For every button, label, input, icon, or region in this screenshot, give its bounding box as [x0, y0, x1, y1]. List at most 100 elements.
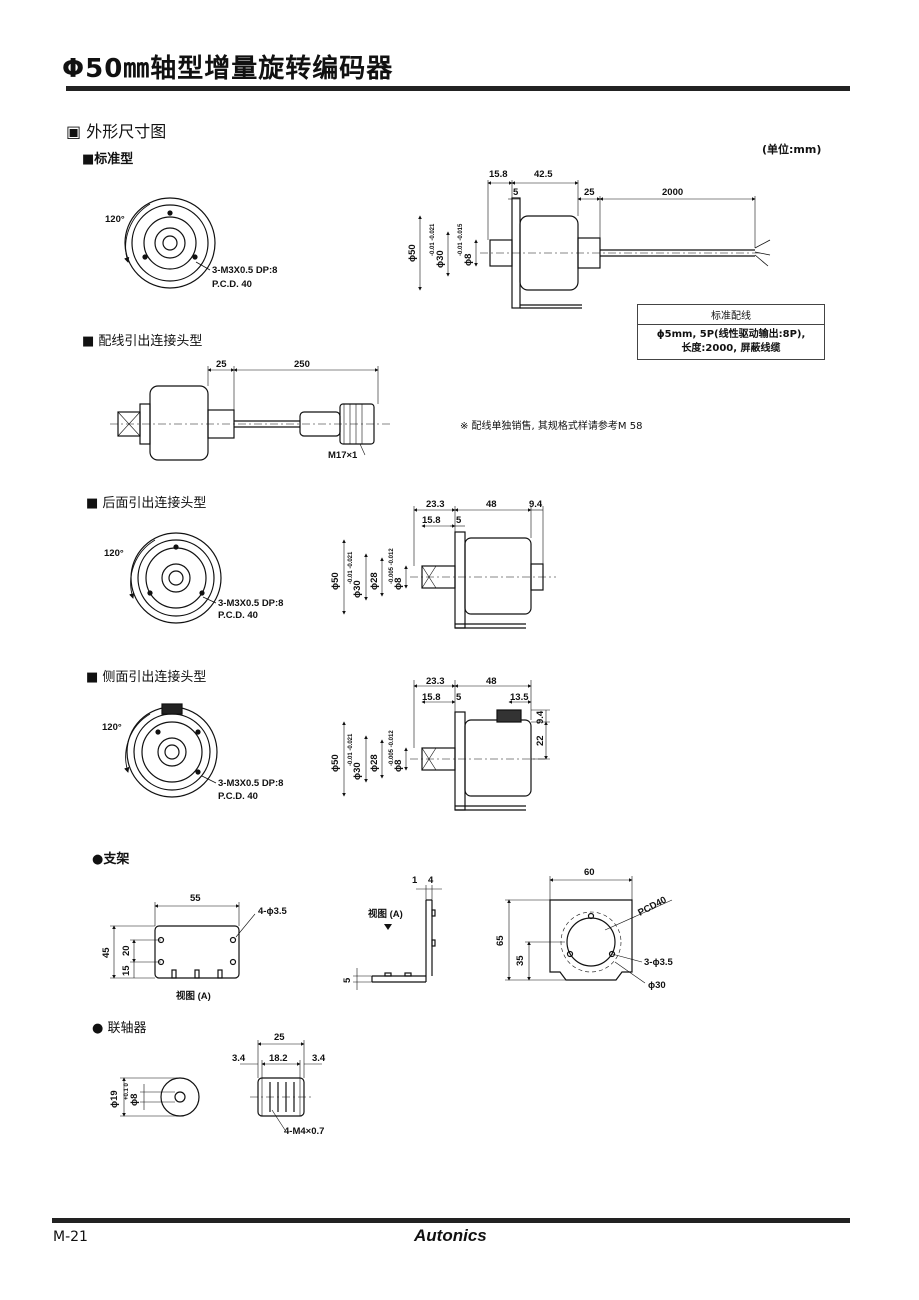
rear-tol8: -0.005 -0.012	[389, 548, 395, 584]
bracket-back-view	[505, 876, 673, 984]
std-pcd: P.C.D. 40	[212, 279, 252, 290]
bracket-label: ●支架	[92, 852, 130, 867]
coupling-phi8: ϕ8	[129, 1094, 140, 1106]
rear-phi28: ϕ28	[369, 572, 380, 590]
side-d: 5	[456, 692, 462, 703]
std-tol30: -0.01 -0.021	[430, 223, 436, 256]
coupling-w182: 18.2	[269, 1053, 288, 1064]
coupling-tol: +0.1 0	[124, 1082, 130, 1100]
coupling-front-view	[120, 1077, 200, 1117]
side-b: 48	[486, 676, 497, 687]
std-angle: 120°	[105, 214, 125, 225]
std-tol8: -0.01 -0.015	[458, 223, 464, 256]
side-front-view	[124, 703, 218, 798]
cable-box-header: 标准配线	[638, 305, 824, 325]
rear-d: 15.8	[422, 515, 441, 526]
cable-d1: 25	[216, 359, 227, 370]
bracket-h35: 35	[515, 955, 526, 966]
bracket-view-a: 视图 (A)	[176, 990, 211, 1002]
standard-type-label: ■标准型	[82, 152, 134, 167]
title-rule	[66, 86, 850, 91]
coupling-side-view	[240, 1040, 322, 1131]
rear-phi50: ϕ50	[330, 572, 341, 590]
bracket-front-view	[110, 902, 256, 979]
std-d3: 5	[513, 187, 519, 198]
rear-side-view	[342, 506, 556, 629]
rear-e: 5	[456, 515, 462, 526]
coupling-label: ● 联轴器	[92, 1021, 147, 1036]
side-a: 23.3	[426, 676, 445, 687]
side-g: 22	[535, 735, 546, 746]
view-arrow-icon	[384, 924, 392, 930]
side-side-view	[342, 680, 550, 811]
bracket-t4: 4	[428, 875, 434, 886]
page-title: Φ50㎜轴型增量旋转编码器	[62, 54, 394, 84]
bracket-w55: 55	[190, 893, 201, 904]
bracket-h65: 65	[495, 935, 506, 946]
std-d5: 2000	[662, 187, 683, 198]
std-phi30: ϕ30	[435, 250, 446, 268]
unit-label: (单位:mm)	[762, 143, 822, 156]
side-e: 13.5	[510, 692, 529, 703]
std-d2: 42.5	[534, 169, 553, 180]
rear-tol30: -0.01 -0.021	[348, 551, 354, 584]
page-number: M-21	[53, 1229, 88, 1245]
side-phi30: ϕ30	[352, 762, 363, 780]
cable-connector-view	[110, 366, 390, 461]
coupling-w34a: 3.4	[232, 1053, 246, 1064]
rear-phi30: ϕ30	[352, 580, 363, 598]
rear-a: 23.3	[426, 499, 445, 510]
cable-box-line2: 长度:2000, 屏蔽线缆	[681, 343, 781, 354]
side-connector-label: ■ 侧面引出连接头型	[86, 670, 207, 685]
side-phi28: ϕ28	[369, 754, 380, 772]
rear-front-view	[129, 532, 222, 624]
side-screw: 3-M3X0.5 DP:8	[218, 778, 283, 789]
rear-c: 9.4	[529, 499, 543, 510]
std-d4: 25	[584, 187, 595, 198]
bracket-hole3: 3-ϕ3.5	[644, 957, 673, 968]
bracket-h20: 20	[121, 945, 132, 956]
std-screw: 3-M3X0.5 DP:8	[212, 265, 277, 276]
footer-rule	[52, 1218, 850, 1223]
brand-logo: Autonics	[414, 1226, 487, 1245]
rear-connector-label: ■ 后面引出连接头型	[86, 496, 207, 511]
standard-side-view	[418, 180, 771, 309]
coupling-w34b: 3.4	[312, 1053, 326, 1064]
bracket-phi30: ϕ30	[648, 980, 666, 991]
bracket-hole: 4-ϕ3.5	[258, 906, 287, 917]
bracket-h15: 15	[121, 965, 132, 976]
bracket-side-view	[353, 885, 442, 990]
side-pcd: P.C.D. 40	[218, 791, 258, 802]
section-title: ▣ 外形尺寸图	[66, 122, 167, 141]
bracket-w60: 60	[584, 867, 595, 878]
rear-pcd: P.C.D. 40	[218, 610, 258, 621]
cable-box-line1: ϕ5mm, 5P(线性驱动输出:8P),	[656, 329, 806, 340]
coupling-w25: 25	[274, 1032, 285, 1043]
rear-b: 48	[486, 499, 497, 510]
side-c: 15.8	[422, 692, 441, 703]
cable-note: ※ 配线单独销售, 其规格式样请参考M 58	[460, 421, 643, 432]
side-tol8: -0.005 -0.012	[389, 730, 395, 766]
standard-front-view	[124, 197, 216, 289]
cable-box-body: ϕ5mm, 5P(线性驱动输出:8P), 长度:2000, 屏蔽线缆	[638, 325, 824, 359]
coupling-screw: 4-M4×0.7	[284, 1126, 324, 1137]
bracket-t5: 5	[342, 977, 353, 983]
side-phi8: ϕ8	[393, 760, 404, 772]
side-f: 9.4	[535, 710, 546, 724]
coupling-phi19: ϕ19	[109, 1090, 120, 1108]
cable-d2: 250	[294, 359, 310, 370]
rear-angle: 120°	[104, 548, 124, 559]
bracket-t1: 1	[412, 875, 418, 886]
std-phi50: ϕ50	[407, 244, 418, 262]
rear-screw: 3-M3X0.5 DP:8	[218, 598, 283, 609]
cable-connector-thread: M17×1	[328, 450, 358, 461]
cable-connector-label: ■ 配线引出连接头型	[82, 334, 203, 349]
std-phi8: ϕ8	[463, 254, 474, 266]
std-d1: 15.8	[489, 169, 508, 180]
side-phi50: ϕ50	[330, 754, 341, 772]
side-angle: 120°	[102, 722, 122, 733]
standard-cable-box: 标准配线 ϕ5mm, 5P(线性驱动输出:8P), 长度:2000, 屏蔽线缆	[637, 304, 825, 360]
side-tol30: -0.01 -0.021	[348, 733, 354, 766]
bracket-h45: 45	[101, 947, 112, 958]
